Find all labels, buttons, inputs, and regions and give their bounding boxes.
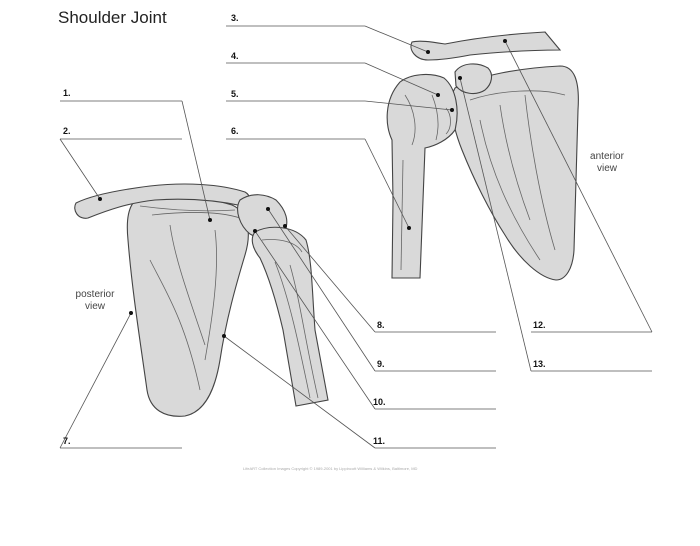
- label-12: 12.: [533, 320, 546, 330]
- label-10: 10.: [373, 397, 386, 407]
- anterior-view-bones: [386, 31, 579, 281]
- label-8: 8.: [377, 320, 385, 330]
- answer-lines: [60, 25, 652, 449]
- copyright-notice: LifeART Collection Images Copyright © 19…: [243, 466, 418, 471]
- label-3: 3.: [231, 13, 239, 23]
- label-2: 2.: [63, 126, 71, 136]
- label-5: 5.: [231, 89, 239, 99]
- posterior-view-caption: posterior view: [75, 289, 115, 312]
- anterior-view-caption: anterior view: [590, 151, 624, 174]
- anterior-acromion: [454, 63, 493, 95]
- label-9: 9.: [377, 359, 385, 369]
- leader-lines: [59, 25, 653, 449]
- anterior-humerus: [386, 73, 458, 279]
- posterior-humerus: [251, 226, 329, 407]
- posterior-scapula: [126, 194, 249, 417]
- label-1: 1.: [63, 88, 71, 98]
- label-4: 4.: [231, 51, 239, 61]
- posterior-view-bones: [74, 183, 329, 417]
- diagram-title: Shoulder Joint: [58, 8, 167, 27]
- label-11: 11.: [373, 436, 386, 446]
- label-6: 6.: [231, 126, 239, 136]
- label-13: 13.: [533, 359, 546, 369]
- label-7: 7.: [63, 436, 71, 446]
- anterior-clavicle: [410, 31, 562, 61]
